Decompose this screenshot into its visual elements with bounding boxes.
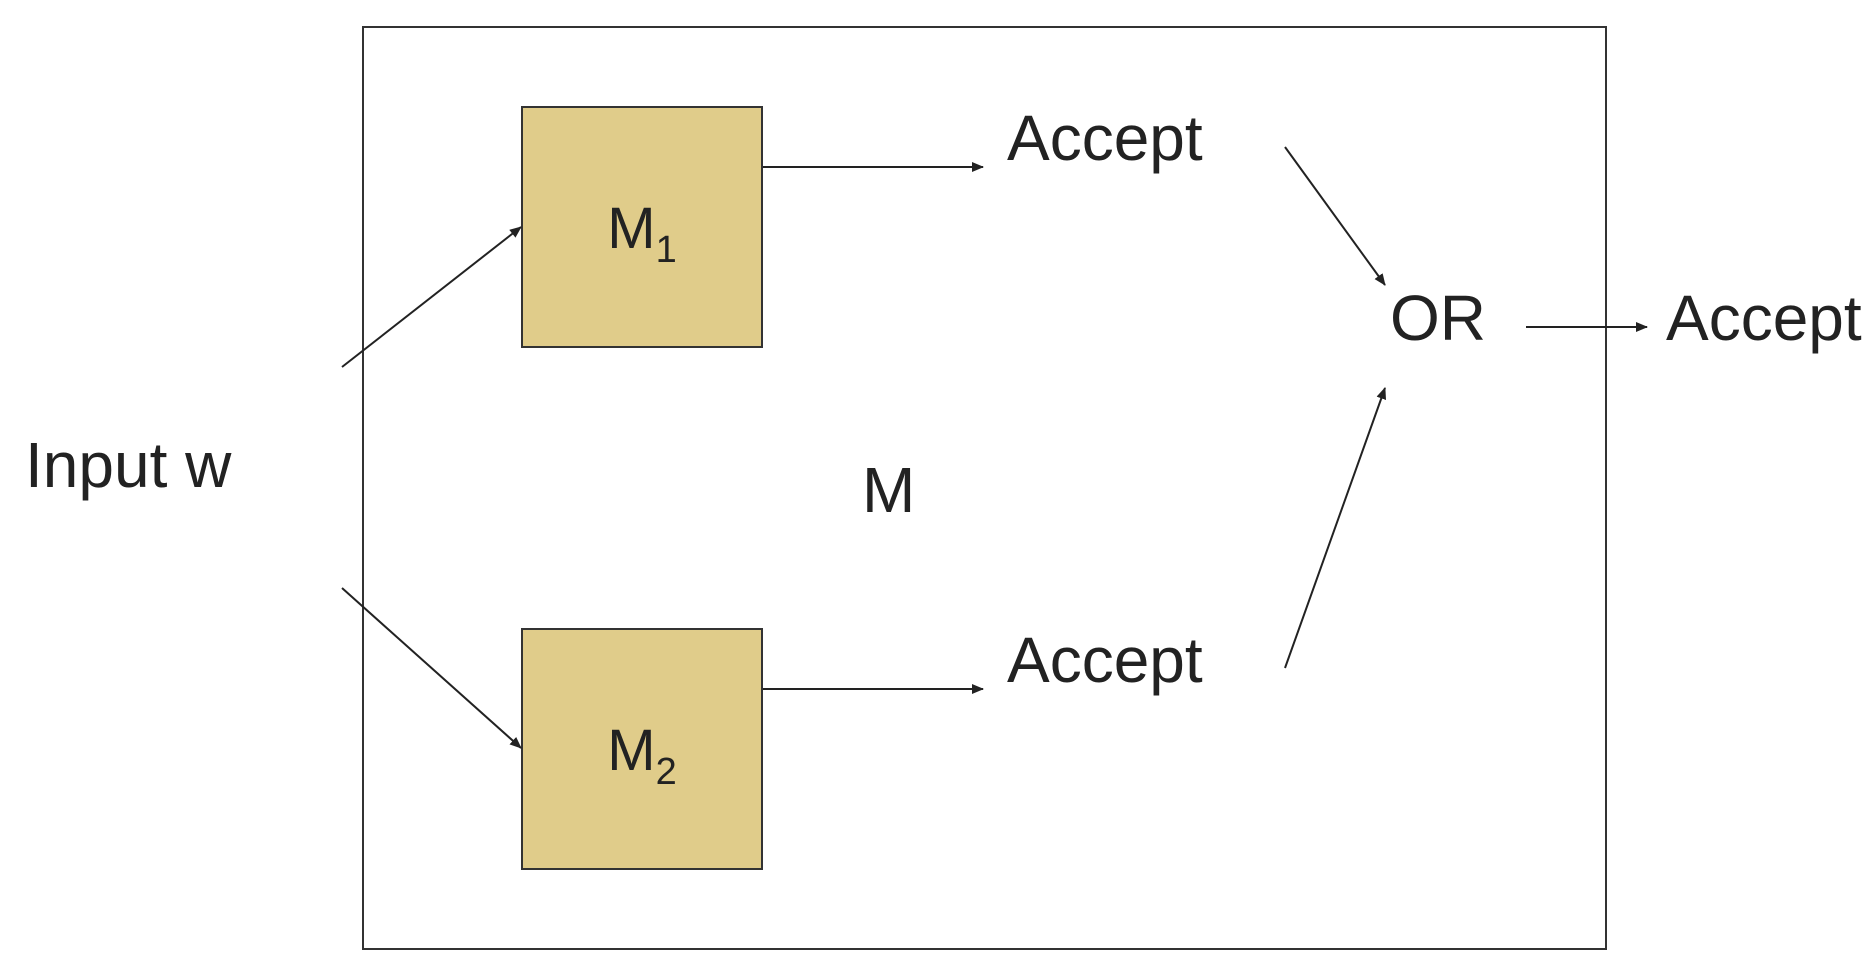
accept-output-label: Accept	[1666, 282, 1862, 354]
machine-m1-box: M1	[521, 106, 763, 348]
machine-m-boundary	[362, 26, 1607, 950]
accept-top-label: Accept	[1007, 102, 1203, 174]
machine-m1-label: M1	[607, 196, 677, 271]
arrow-input-to-m2	[341, 587, 522, 749]
or-label: OR	[1390, 282, 1486, 354]
arrow-accept-top-to-or	[1284, 146, 1386, 286]
machine-m2-box: M2	[521, 628, 763, 870]
machine-m2-label: M2	[607, 718, 677, 793]
arrow-accept-bottom-to-or	[1284, 387, 1387, 669]
accept-bottom-label: Accept	[1007, 624, 1203, 696]
machine-m-label: M	[862, 454, 916, 526]
input-label: Input w	[25, 429, 232, 501]
arrow-input-to-m1	[341, 226, 522, 368]
